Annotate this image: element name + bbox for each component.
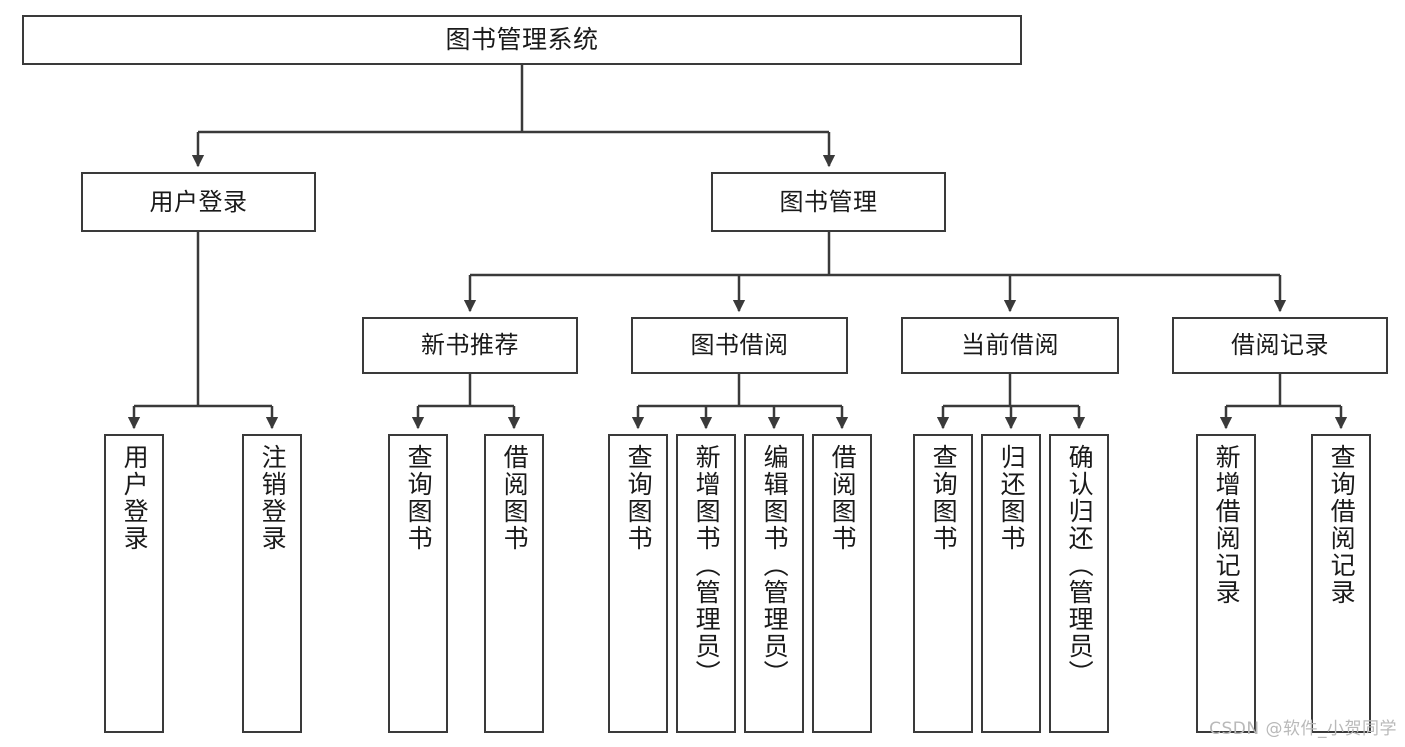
node-leaf-user-login-label: 用户登录 <box>120 444 150 552</box>
node-leaf-edit-book-admin-label: 编辑图书（管理员） <box>760 444 790 687</box>
node-leaf-query-book-borrow[interactable]: 查询图书 <box>608 434 668 733</box>
node-leaf-user-logout-label: 注销登录 <box>258 444 288 552</box>
node-leaf-query-borrow-record[interactable]: 查询借阅记录 <box>1311 434 1371 733</box>
node-leaf-query-book-rec-label: 查询图书 <box>404 444 434 552</box>
node-leaf-query-book-cur[interactable]: 查询图书 <box>913 434 973 733</box>
node-root[interactable]: 图书管理系统 <box>22 15 1022 65</box>
node-root-label: 图书管理系统 <box>445 25 599 54</box>
node-book-borrow[interactable]: 图书借阅 <box>631 317 848 374</box>
node-leaf-user-login[interactable]: 用户登录 <box>104 434 164 733</box>
node-new-book-recommend-label: 新书推荐 <box>421 331 519 360</box>
node-leaf-borrow-book-rec[interactable]: 借阅图书 <box>484 434 544 733</box>
node-leaf-return-book-label: 归还图书 <box>997 444 1027 552</box>
node-leaf-borrow-book[interactable]: 借阅图书 <box>812 434 872 733</box>
node-current-borrow[interactable]: 当前借阅 <box>901 317 1119 374</box>
node-leaf-borrow-book-rec-label: 借阅图书 <box>500 444 530 552</box>
node-borrow-record-label: 借阅记录 <box>1231 331 1329 360</box>
node-book-borrow-label: 图书借阅 <box>690 331 789 360</box>
node-new-book-recommend[interactable]: 新书推荐 <box>362 317 578 374</box>
node-user-login[interactable]: 用户登录 <box>81 172 316 232</box>
node-borrow-record[interactable]: 借阅记录 <box>1172 317 1388 374</box>
node-leaf-query-borrow-record-label: 查询借阅记录 <box>1327 444 1357 606</box>
node-leaf-add-book-admin-label: 新增图书（管理员） <box>692 444 722 687</box>
node-leaf-add-book-admin[interactable]: 新增图书（管理员） <box>676 434 736 733</box>
node-book-manage-label: 图书管理 <box>779 187 878 216</box>
node-leaf-query-book-cur-label: 查询图书 <box>929 444 959 552</box>
node-user-login-label: 用户登录 <box>149 187 248 216</box>
node-leaf-add-borrow-record-label: 新增借阅记录 <box>1212 444 1242 606</box>
node-leaf-confirm-return-admin-label: 确认归还（管理员） <box>1065 444 1095 687</box>
node-leaf-return-book[interactable]: 归还图书 <box>981 434 1041 733</box>
node-leaf-confirm-return-admin[interactable]: 确认归还（管理员） <box>1049 434 1109 733</box>
node-leaf-query-book-rec[interactable]: 查询图书 <box>388 434 448 733</box>
csdn-watermark: CSDN @软件_小贺同学 <box>1209 719 1397 739</box>
node-leaf-query-book-borrow-label: 查询图书 <box>624 444 654 552</box>
node-current-borrow-label: 当前借阅 <box>961 331 1059 360</box>
node-leaf-user-logout[interactable]: 注销登录 <box>242 434 302 733</box>
node-leaf-edit-book-admin[interactable]: 编辑图书（管理员） <box>744 434 804 733</box>
node-leaf-add-borrow-record[interactable]: 新增借阅记录 <box>1196 434 1256 733</box>
node-leaf-borrow-book-label: 借阅图书 <box>828 444 858 552</box>
node-book-manage[interactable]: 图书管理 <box>711 172 946 232</box>
